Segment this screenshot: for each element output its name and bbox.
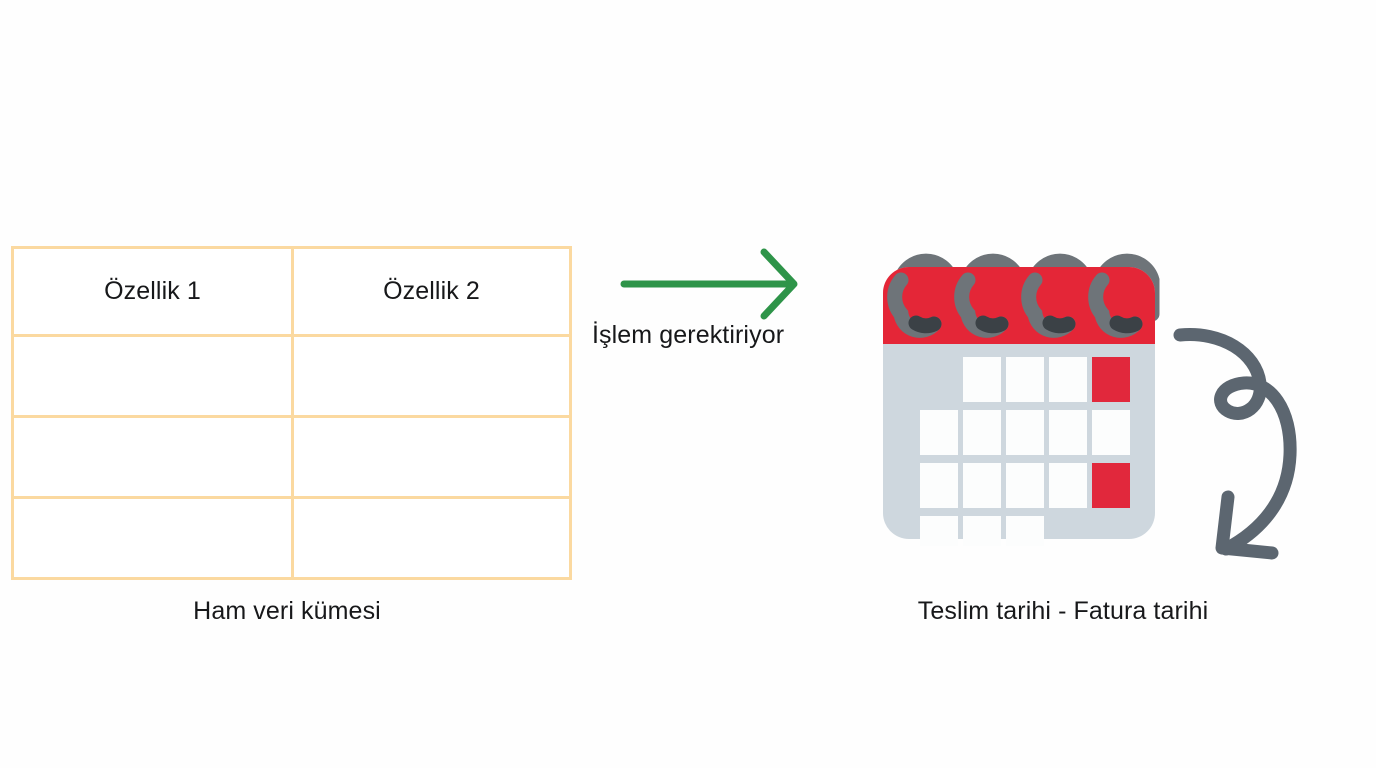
calendar-day-cell-highlight bbox=[1092, 357, 1130, 402]
calendar-day-cell bbox=[920, 463, 958, 508]
table-cell bbox=[11, 415, 294, 499]
table-header-cell-0: Özellik 1 bbox=[11, 246, 294, 337]
table-cell bbox=[291, 334, 572, 418]
calendar-day-cell bbox=[920, 516, 958, 546]
calendar-day-cell bbox=[963, 357, 1001, 402]
curved-loop-arrow-icon bbox=[1160, 305, 1305, 565]
calendar-day-cell bbox=[1092, 410, 1130, 455]
calendar-icon bbox=[868, 222, 1168, 546]
calendar-day-cell-highlight bbox=[1092, 463, 1130, 508]
calendar-day-cell bbox=[1049, 463, 1087, 508]
calendar-day-cell bbox=[1049, 357, 1087, 402]
calendar-spiral-tips bbox=[908, 315, 1143, 334]
calendar-day-cell bbox=[1006, 516, 1044, 546]
calendar-day-cell bbox=[963, 463, 1001, 508]
calendar-day-cell bbox=[1006, 410, 1044, 455]
calendar-day-cell bbox=[963, 410, 1001, 455]
table-row bbox=[11, 496, 572, 580]
table-cell bbox=[11, 334, 294, 418]
calendar-day-cell bbox=[1006, 463, 1044, 508]
table-row bbox=[11, 334, 572, 418]
table-cell bbox=[291, 496, 572, 580]
calendar-day-cell bbox=[963, 516, 1001, 546]
calendar-day-grid bbox=[920, 357, 1130, 546]
calendar-header-band bbox=[883, 267, 1155, 344]
column-header-label: Özellik 2 bbox=[383, 277, 480, 305]
calendar-day-cell bbox=[1049, 410, 1087, 455]
table-header-row: Özellik 1 Özellik 2 bbox=[11, 246, 572, 337]
calendar-day-cell bbox=[920, 410, 958, 455]
calendar-day-cell bbox=[1006, 357, 1044, 402]
arrow-right-icon bbox=[618, 248, 808, 320]
table-cell bbox=[11, 496, 294, 580]
calendar-caption: Teslim tarihi - Fatura tarihi bbox=[917, 597, 1209, 625]
table-header-cell-1: Özellik 2 bbox=[291, 246, 572, 337]
flow-arrow-label: İşlem gerektiriyor bbox=[592, 321, 785, 349]
table-cell bbox=[291, 415, 572, 499]
table-row bbox=[11, 415, 572, 499]
column-header-label: Özellik 1 bbox=[104, 277, 201, 305]
raw-data-table: Özellik 1 Özellik 2 bbox=[11, 246, 572, 580]
raw-data-caption: Ham veri kümesi bbox=[193, 597, 381, 625]
